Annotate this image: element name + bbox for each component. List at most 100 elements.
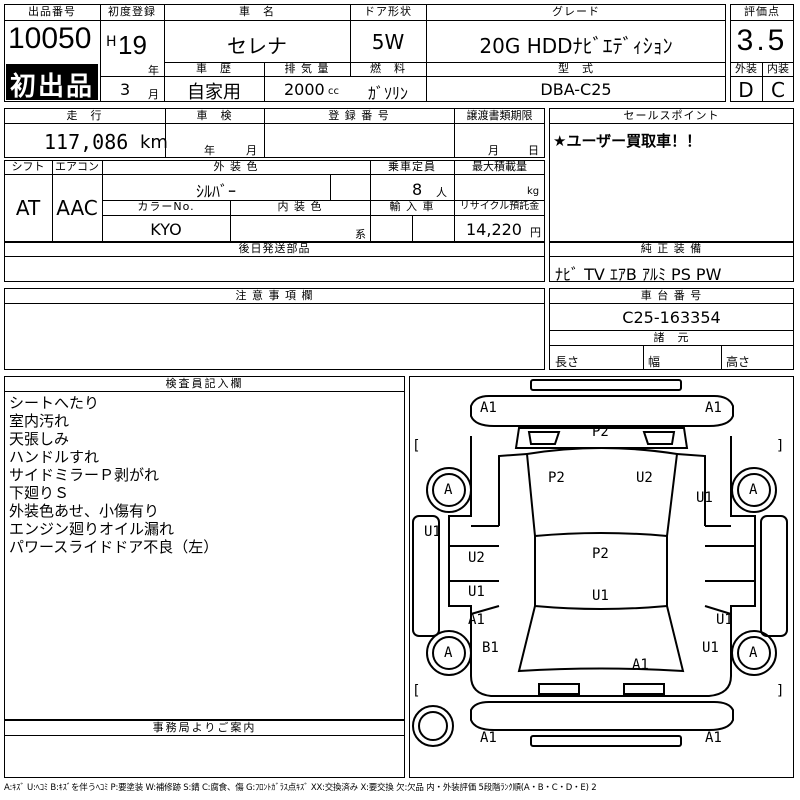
damage-mark: A1: [480, 400, 497, 416]
genuine-label: 純 正 装 備: [640, 242, 703, 255]
damage-mark: A1: [480, 730, 497, 746]
damage-mark: A: [444, 645, 453, 661]
model-label: 型 式: [558, 62, 594, 75]
length-label: 長さ: [555, 355, 580, 369]
later-parts-label: 後日発送部品: [238, 242, 311, 255]
inspector-note: パワースライドドア不良（左）: [9, 538, 219, 556]
damage-mark: U2: [468, 550, 485, 566]
damage-mark: U1: [696, 490, 713, 506]
chassis-label: 車 台 番 号: [640, 289, 703, 302]
recycle-label: リサイクル預託金: [459, 201, 540, 212]
color: ｼﾙﾊﾞｰ: [195, 182, 236, 201]
transfer-month-unit: 月: [488, 144, 499, 157]
genuine-box: [549, 242, 794, 282]
capacity-label: 乗車定員: [388, 160, 436, 173]
history-label: 車 歴: [196, 62, 232, 75]
aircon-label: エアコン: [55, 160, 99, 173]
color-no: KYO: [150, 220, 182, 239]
mileage-unit: km: [140, 132, 168, 153]
inspection-month-unit: 月: [246, 144, 257, 157]
spec-table: [4, 160, 545, 242]
damage-mark: P2: [592, 546, 609, 562]
interior-grade: C: [771, 78, 785, 102]
load-label: 最大積載量: [472, 160, 527, 173]
inspector-label: 検査員記入欄: [165, 377, 244, 390]
bracket-mark: ]: [776, 683, 785, 699]
damage-mark: U1: [468, 584, 485, 600]
damage-mark: U1: [716, 612, 733, 628]
damage-mark: U1: [702, 640, 719, 656]
load-unit: kg: [527, 186, 540, 197]
height-label: 高さ: [726, 355, 751, 369]
door-type: 5W: [371, 30, 405, 54]
car-name-label: 車 名: [239, 5, 275, 18]
transfer-label: 譲渡書類期限: [466, 109, 533, 122]
damage-mark: U2: [636, 470, 653, 486]
era: H: [106, 34, 117, 50]
import-label: 輸 入 車: [389, 200, 435, 213]
door-label: ドア形状: [364, 5, 412, 18]
inspector-notes: シートへたり 室内汚れ 天張しみ ハンドルすれ サイドミラーＰ剥がれ 下廻りＳ …: [9, 394, 218, 556]
lot-number-label: 出品番号: [28, 5, 76, 18]
mileage-label: 走 行: [66, 109, 103, 122]
inspector-note: ハンドルすれ: [9, 448, 100, 466]
inspector-note: 下廻りＳ: [9, 484, 70, 502]
reg-month: 3: [120, 80, 131, 99]
damage-mark: A: [749, 482, 758, 498]
damage-mark: U1: [424, 524, 441, 540]
inspection-year-unit: 年: [204, 144, 215, 157]
first-listing-label: 初出品: [9, 72, 94, 102]
score: 3.5: [736, 24, 788, 57]
damage-mark: A1: [632, 657, 649, 673]
inspector-note: 室内汚れ: [9, 412, 70, 430]
inspection-label: 車 検: [196, 109, 233, 122]
caution-label: 注 意 事 項 欄: [235, 289, 314, 302]
aircon: AAC: [56, 196, 98, 220]
damage-mark: B1: [482, 640, 499, 656]
interior-color-unit: 系: [355, 228, 366, 241]
grade-label: グレード: [552, 5, 600, 18]
width-label: 幅: [648, 355, 661, 369]
month-unit: 月: [148, 88, 159, 101]
office-box: [4, 720, 405, 778]
inspector-note: 天張しみ: [9, 430, 70, 448]
diagram-box: [409, 376, 794, 778]
header-table: [4, 4, 726, 102]
damage-mark: A1: [705, 730, 722, 746]
interior-color-label: 内 装 色: [277, 200, 323, 213]
first-listing-badge: [6, 64, 98, 100]
shift: AT: [15, 196, 41, 220]
recycle-fee: 14,220: [466, 220, 522, 239]
car-diagram: [412, 379, 788, 747]
mileage: 117,086: [44, 130, 129, 154]
dims-label: 諸 元: [653, 331, 690, 344]
inspector-note: シートへたり: [9, 394, 100, 412]
transfer-day-unit: 日: [528, 144, 539, 157]
chassis-box: [549, 288, 794, 370]
damage-mark: P2: [548, 470, 565, 486]
fuel: ｶﾞｿﾘﾝ: [367, 84, 408, 103]
damage-mark: A1: [705, 400, 722, 416]
color-label: 外 装 色: [213, 160, 259, 173]
damage-mark: U1: [592, 588, 609, 604]
capacity-unit: 人: [436, 186, 447, 199]
sales-point-box: [549, 108, 794, 242]
history: 自家用: [187, 82, 241, 103]
chassis-number: C25-163354: [622, 308, 721, 327]
capacity: 8: [412, 180, 423, 199]
displacement-unit: cc: [328, 86, 339, 97]
sales-point-label: セールスポイント: [623, 109, 720, 122]
interior-label: 内装: [767, 62, 789, 75]
genuine-equipment: ﾅﾋﾞ TV ｴｱB ｱﾙﾐ PS PW: [555, 265, 722, 284]
bracket-mark: [: [412, 438, 421, 454]
mileage-table: [4, 108, 545, 158]
year-unit: 年: [148, 64, 159, 77]
office-label: 事務局よりご案内: [152, 721, 257, 734]
damage-mark: P2: [592, 424, 609, 440]
exterior-label: 外装: [735, 62, 757, 75]
car-name: セレナ: [227, 34, 287, 58]
registration-label: 登 録 番 号: [328, 109, 390, 122]
reg-year: 19: [118, 30, 147, 60]
model: DBA-C25: [540, 80, 612, 99]
damage-mark: A: [444, 482, 453, 498]
